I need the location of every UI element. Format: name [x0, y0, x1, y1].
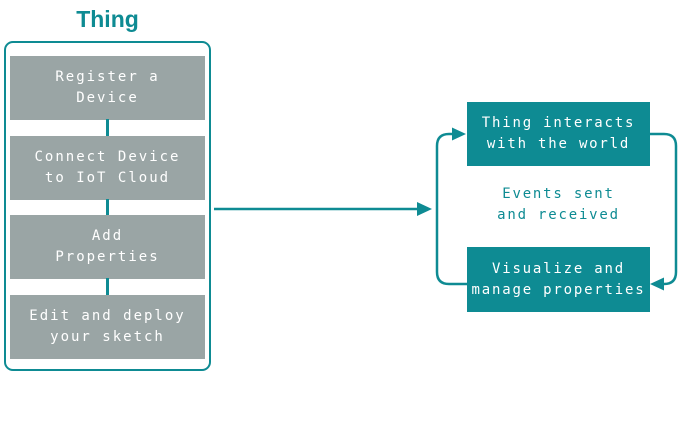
step-connector [106, 278, 109, 295]
cycle-box-label: Thing interacts with the world [481, 115, 636, 152]
cycle-box-thing-interacts: Thing interacts with the world [467, 102, 650, 166]
step-box-add-properties: Add Properties [10, 215, 205, 279]
loop-up-arrow-icon [435, 127, 467, 286]
step-label: Add Properties [55, 228, 160, 265]
step-label: Register a Device [55, 69, 160, 106]
loop-down-arrow-icon [650, 132, 678, 291]
step-connector [106, 199, 109, 216]
step-box-edit-deploy: Edit and deploy your sketch [10, 295, 205, 359]
cycle-box-visualize-manage: Visualize and manage properties [467, 247, 650, 312]
step-connector [106, 119, 109, 136]
cycle-box-label: Visualize and manage properties [471, 260, 646, 298]
step-box-connect-device: Connect Device to IoT Cloud [10, 136, 205, 200]
thing-panel: Register a Device Connect Device to IoT … [4, 41, 211, 371]
diagram-title: Thing [76, 6, 139, 32]
step-label: Edit and deploy your sketch [29, 308, 186, 345]
step-label: Connect Device to IoT Cloud [34, 149, 181, 186]
right-arrow-icon [214, 202, 432, 216]
step-box-register-device: Register a Device [10, 56, 205, 120]
cycle-events-label: Events sent and received [497, 186, 620, 223]
